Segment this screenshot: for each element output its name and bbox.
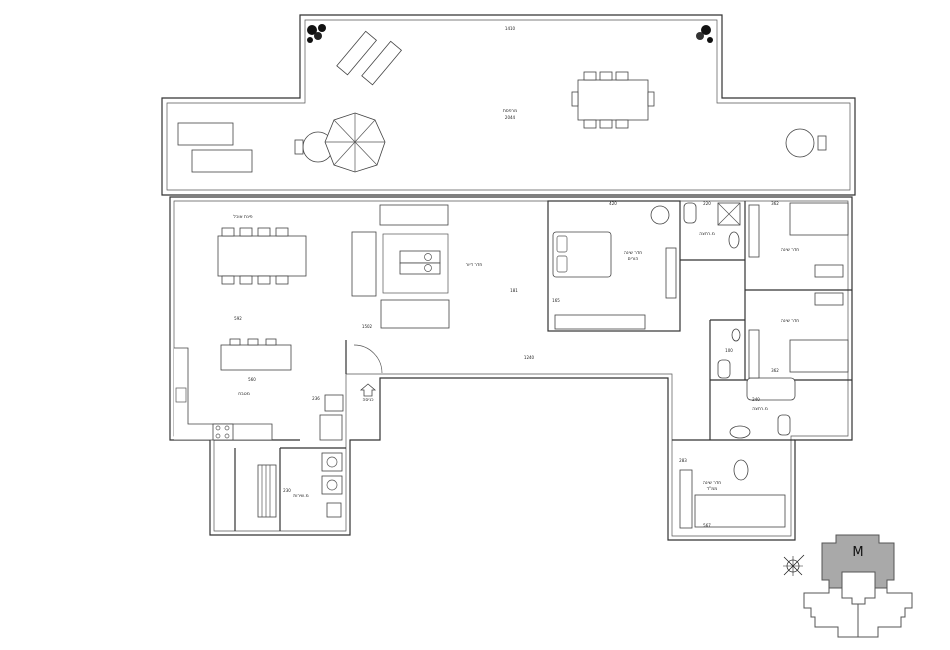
laundry: [319, 394, 344, 518]
entrance-door: [353, 344, 383, 397]
dimension: 283: [679, 458, 687, 463]
room-label-bath: מ.רחצה: [752, 407, 768, 412]
dimension: 230: [283, 488, 291, 493]
dimension: 420: [609, 201, 617, 206]
compass-rose-icon: [783, 554, 805, 576]
entrance-arrow-icon: [359, 383, 377, 397]
room-label-kitchen: מטבח: [238, 392, 250, 397]
dimension: 560: [248, 377, 256, 382]
balcony: 1410 מרפסת 2044: [161, 14, 856, 196]
bed: [694, 202, 849, 528]
plant-icon: [696, 25, 713, 43]
sofa: [351, 204, 450, 329]
round-table: [785, 128, 827, 158]
dimension: 220: [703, 201, 711, 206]
apartment-walls: [169, 196, 853, 541]
room-label-safe-room-2: ממ"ד: [707, 486, 718, 492]
room-label-bedroom-2: חדר שינה: [781, 319, 799, 324]
round-table: [294, 131, 334, 163]
room-label-master-bedroom: חדר שינה: [624, 251, 642, 256]
kitchen-island: [220, 338, 292, 371]
dimension: 362: [771, 368, 779, 373]
room-label-bedroom-1: חדר שינה: [781, 248, 799, 253]
dimension: 592: [234, 316, 242, 321]
dimension: 181: [510, 288, 518, 293]
dimension: 165: [552, 298, 560, 303]
dimension: 2044: [505, 115, 516, 120]
sun-lounger: [177, 30, 402, 173]
umbrella: [324, 112, 386, 173]
kitchen-counter: [174, 347, 273, 441]
room-label-balcony: מרפסת: [503, 109, 517, 114]
dimension: 100: [725, 348, 733, 353]
room-label-service: מ.שירות: [293, 494, 308, 499]
dimension: 567: [703, 523, 711, 528]
key-plan-unit-label: M: [852, 545, 863, 560]
dimension: 236: [312, 396, 320, 401]
room-label-safe-room: חדר שינה: [703, 481, 721, 486]
dimension: 1502: [362, 324, 373, 329]
dimension: 1240: [524, 355, 535, 360]
room-label-dining: פינת אוכל: [233, 215, 252, 220]
wardrobe: [679, 204, 760, 529]
outdoor-dining-table: [571, 71, 655, 129]
plant-icon: [307, 24, 326, 43]
dimension: 362: [771, 201, 779, 206]
bathroom-fixtures: [683, 202, 796, 481]
master-bed: [552, 205, 677, 330]
room-label-master-bath: מ.רחצה: [699, 232, 715, 237]
key-plan: M: [803, 534, 913, 638]
room-label-entrance: כניסה: [362, 398, 374, 403]
room-label-master-bedroom-2: הורים: [628, 257, 639, 262]
dimension: 1410: [505, 26, 516, 31]
dining-table: [217, 227, 307, 285]
dimension: 240: [752, 397, 760, 402]
stairs: [257, 464, 277, 518]
room-label-living: חדר דיור: [466, 263, 483, 268]
